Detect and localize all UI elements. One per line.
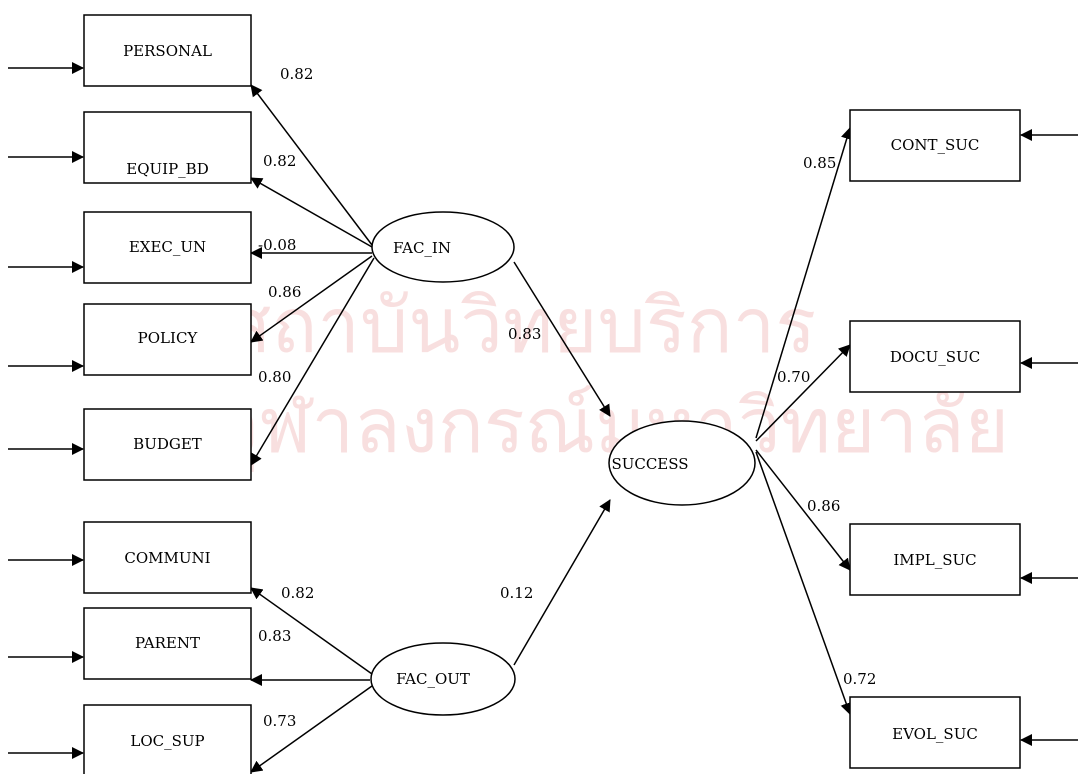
path-fac-in-success: [513, 261, 611, 417]
indicator-label: BUDGET: [133, 435, 202, 453]
indicator-box: [83, 211, 252, 284]
latent-label: SUCCESS: [611, 455, 688, 473]
latent-fac-in: FAC_IN: [371, 211, 515, 283]
coef-fac-in-success: 0.83: [508, 325, 541, 343]
indicator-label: PARENT: [135, 634, 200, 652]
indicator-label: CONT_SUC: [891, 136, 980, 154]
coef-fac-in-personal: 0.82: [280, 65, 313, 83]
coef-fac-in-exec-un: -0.08: [258, 236, 296, 254]
indicator-box: [83, 607, 252, 680]
indicator-policy: POLICY: [83, 303, 252, 376]
indicator-label: COMMUNI: [124, 549, 210, 567]
indicator-label: LOC_SUP: [130, 732, 204, 750]
path-fac-in-policy: [250, 255, 373, 343]
coef-fac-in-budget: 0.80: [258, 368, 291, 386]
indicator-box: [83, 303, 252, 376]
indicator-box: [849, 320, 1021, 393]
coef-fac-in-equip-bd: 0.82: [263, 152, 296, 170]
coef-fac-out-parent: 0.83: [258, 627, 291, 645]
indicator-personal: PERSONAL: [83, 14, 252, 87]
right-error-arrows: [1020, 129, 1078, 746]
path-fac-in-budget: [250, 257, 375, 466]
loading-paths: [250, 84, 853, 773]
left-error-arrows: [8, 62, 84, 759]
indicator-label: PERSONAL: [123, 42, 212, 60]
indicator-box: [849, 109, 1021, 182]
indicator-label: EVOL_SUC: [892, 725, 978, 743]
latent-ellipse: [371, 211, 515, 283]
indicator-label: POLICY: [138, 329, 199, 347]
coefficient-labels: 0.82 0.82 -0.08 0.86 0.80 0.82 0.83 0.73…: [258, 65, 876, 730]
indicator-budget: BUDGET: [83, 408, 252, 481]
coef-success-cont-suc: 0.85: [803, 154, 836, 172]
indicator-equip-bd: EQUIP_BD: [83, 111, 252, 184]
coef-success-evol-suc: 0.72: [843, 670, 876, 688]
indicator-docu-suc: DOCU_SUC: [849, 320, 1021, 393]
latent-success: SUCCESS: [608, 420, 756, 506]
indicator-loc-sup: LOC_SUP: [83, 704, 252, 774]
indicator-box: [83, 111, 252, 184]
coef-fac-out-success: 0.12: [500, 584, 533, 602]
path-fac-in-personal: [250, 84, 373, 246]
latent-ellipse: [608, 420, 756, 506]
indicator-box: [83, 521, 252, 594]
path-success-docu-suc: [755, 344, 851, 442]
indicator-box: [849, 696, 1021, 769]
path-fac-out-success: [513, 499, 611, 666]
coef-success-docu-suc: 0.70: [777, 368, 810, 386]
watermark: สถาบันวิทยบริการ จุฬาลงกรณ์มหาวิทยาลัย: [215, 281, 1009, 472]
indicator-cont-suc: CONT_SUC: [849, 109, 1021, 182]
indicator-box: [83, 704, 252, 774]
indicator-evol-suc: EVOL_SUC: [849, 696, 1021, 769]
indicator-label: EQUIP_BD: [126, 160, 208, 178]
path-fac-in-equip-bd: [250, 177, 373, 248]
path-success-cont-suc: [755, 127, 853, 439]
indicator-box: [849, 523, 1021, 596]
indicator-box: [83, 14, 252, 87]
watermark-line-1: สถาบันวิทยบริการ: [225, 281, 816, 370]
path-fac-out-loc-sup: [250, 685, 373, 773]
indicator-label: DOCU_SUC: [890, 348, 980, 366]
indicator-exec-un: EXEC_UN: [83, 211, 252, 284]
indicator-impl-suc: IMPL_SUC: [849, 523, 1021, 596]
coef-success-impl-suc: 0.86: [807, 497, 840, 515]
indicator-parent: PARENT: [83, 607, 252, 680]
latent-ellipse: [370, 642, 516, 716]
latent-label: FAC_IN: [393, 239, 451, 257]
indicator-communi: COMMUNI: [83, 521, 252, 594]
coef-fac-out-loc-sup: 0.73: [263, 712, 296, 730]
path-success-evol-suc: [755, 451, 852, 715]
latent-label: FAC_OUT: [396, 670, 470, 688]
latent-fac-out: FAC_OUT: [370, 642, 516, 716]
path-success-impl-suc: [755, 449, 851, 571]
indicator-box: [83, 408, 252, 481]
indicator-label: IMPL_SUC: [893, 551, 976, 569]
indicator-label: EXEC_UN: [129, 238, 206, 256]
coef-fac-out-communi: 0.82: [281, 584, 314, 602]
coef-fac-in-policy: 0.86: [268, 283, 301, 301]
path-fac-out-communi: [250, 587, 373, 675]
